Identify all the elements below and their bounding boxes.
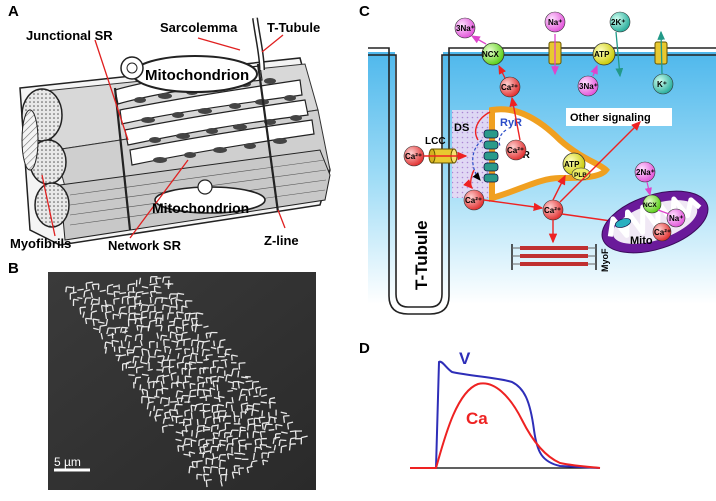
em-image [48, 272, 316, 490]
label-v: V [459, 349, 471, 368]
voltage-trace [410, 362, 600, 468]
label-sarcolemma: Sarcolemma [160, 20, 238, 35]
label-2na-mito: 2Na⁺ [636, 168, 655, 177]
panel-a: A [8, 3, 330, 253]
label-ca-center: Ca²⁺ [544, 206, 561, 215]
label-ryr: RyR [500, 117, 522, 129]
label-ca-mito: Ca²⁺ [654, 228, 671, 237]
label-mito: Mito [630, 235, 653, 247]
panel-d-letter: D [359, 340, 370, 357]
scale-bar-label: 5 µm [54, 455, 81, 469]
panel-b-letter: B [8, 260, 19, 277]
ryr-channels [484, 130, 498, 182]
panel-c-letter: C [359, 3, 370, 20]
label-mitochondrion-top: Mitochondrion [145, 67, 249, 84]
label-atp-serca: ATP [564, 160, 580, 169]
panel-a-letter: A [8, 3, 19, 20]
label-na-channel: Na⁺ [548, 18, 562, 27]
label-lcc: LCC [425, 136, 446, 147]
label-k-channel: K⁺ [657, 80, 667, 89]
label-mitochondrion-bottom: Mitochondrion [152, 200, 249, 216]
label-t-tubule-a: T-Tubule [267, 20, 320, 35]
label-junctional-sr: Junctional SR [26, 28, 113, 43]
label-ca-bottom: Ca²⁺ [465, 196, 482, 205]
label-atp-pump: ATP [594, 50, 610, 59]
label-ncx-mito: NCX [643, 202, 657, 209]
label-3na-pump: 3Na⁺ [579, 82, 598, 91]
label-myofibrils: Myofibrils [10, 236, 71, 251]
label-network-sr: Network SR [108, 238, 182, 253]
label-ca-trace: Ca [466, 409, 488, 428]
panel-b: B 5 µm [8, 260, 316, 490]
panel-c: C T-Tubule DS SR RyR [359, 3, 716, 314]
label-ca-lcc: Ca²⁺ [405, 152, 422, 161]
label-ca-top: Ca²⁺ [501, 83, 518, 92]
label-ncx-top: NCX [482, 50, 500, 59]
panel-d: D V Ca [359, 340, 600, 468]
label-t-tubule-c: T-Tubule [412, 220, 431, 290]
label-3na-top: 3Na⁺ [456, 24, 475, 33]
label-z-line: Z-line [264, 233, 299, 248]
label-other-signaling: Other signaling [570, 112, 651, 124]
label-ds: DS [454, 122, 469, 134]
label-2k: 2K⁺ [611, 18, 625, 27]
label-plb: PLB [574, 172, 587, 179]
label-na-mito: Na⁺ [669, 214, 683, 223]
label-ca-sr: Ca²⁺ [507, 146, 524, 155]
label-myof: MyoF [600, 248, 610, 272]
